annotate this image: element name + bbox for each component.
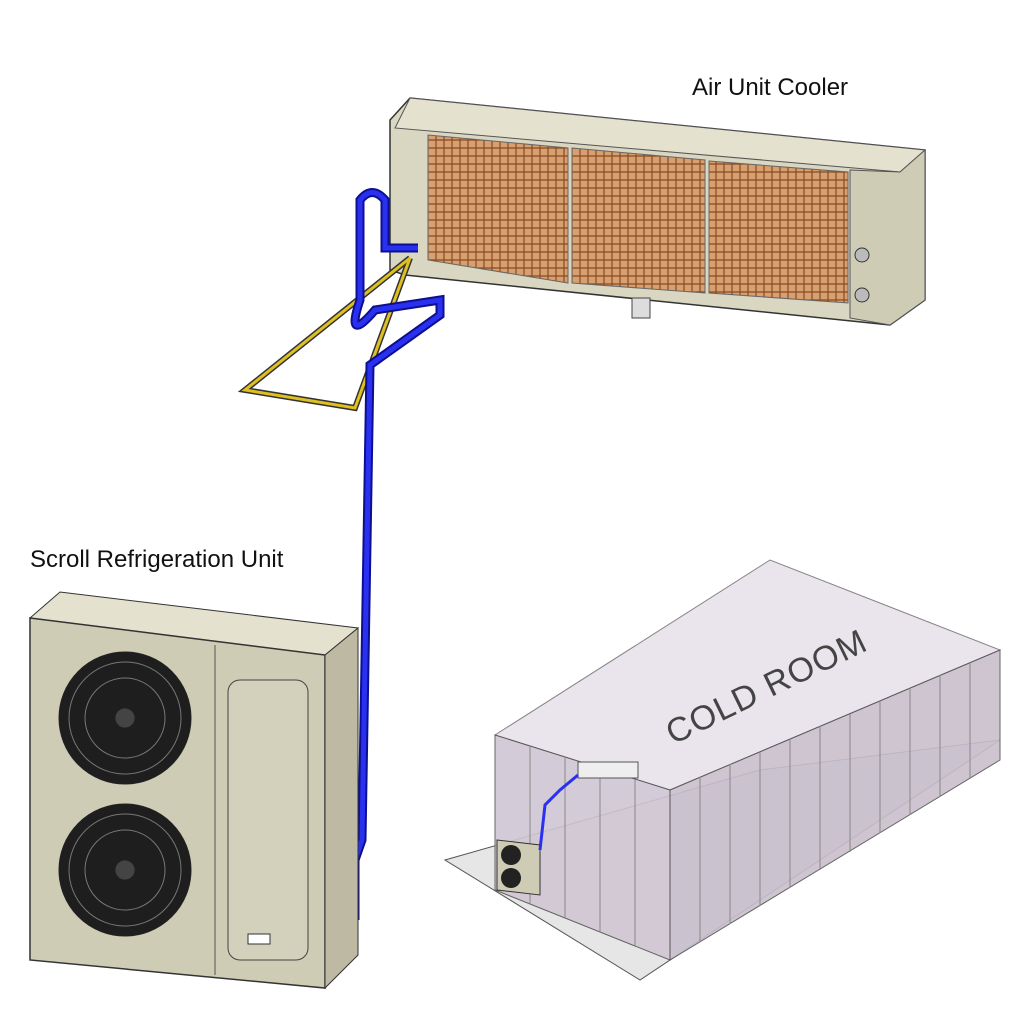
fan-bottom [58, 803, 192, 937]
scroll-refrigeration-unit [28, 591, 360, 990]
air-unit-cooler-label: Air Unit Cooler [692, 74, 849, 101]
cold-room [443, 559, 1002, 981]
refrigerant-pipes [237, 188, 445, 920]
air-unit-cooler [389, 97, 927, 326]
fan-top [58, 651, 192, 785]
scroll-refrigeration-unit-label: Scroll Refrigeration Unit [30, 546, 284, 573]
mini-refrigeration-unit [496, 839, 541, 896]
